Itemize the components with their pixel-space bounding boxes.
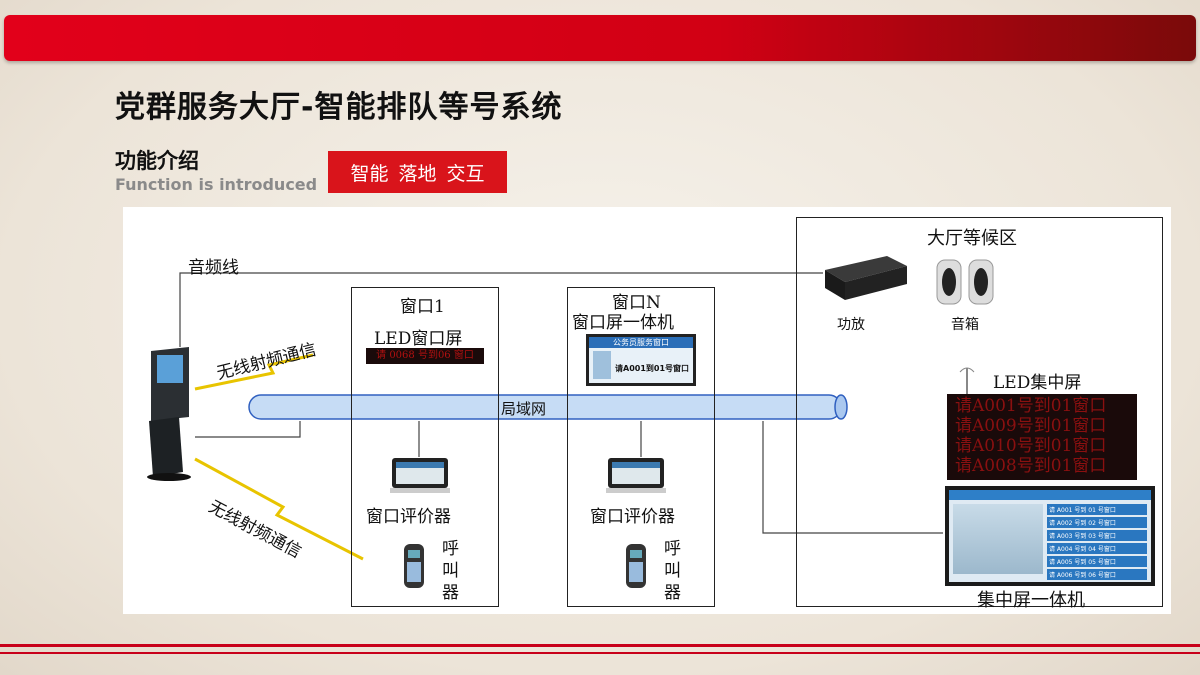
speaker-icon — [935, 256, 999, 312]
hall-led-label: LED集中屏 — [993, 373, 1082, 393]
tv-row: 请 A003 号到 03 号窗口 — [1047, 530, 1147, 541]
tv-row: 请 A001 号到 01 号窗口 — [1047, 504, 1147, 515]
kiosk-icon — [147, 347, 191, 481]
queue-kiosk — [139, 347, 191, 482]
hall-led-line: 请A010号到01窗口 — [955, 436, 1107, 456]
windowN-screen: 公务员服务窗口 请A001到01号窗口 — [586, 334, 696, 386]
hall-led-line: 请A009号到01窗口 — [955, 416, 1107, 436]
keyword-tag: 智能 落地 交互 — [328, 151, 507, 193]
windowN-box: 窗口N 窗口屏一体机 公务员服务窗口 请A001到01号窗口 窗口评价器 呼叫器 — [567, 287, 715, 607]
amplifier-label: 功放 — [837, 317, 865, 333]
windowN-evaluator-label: 窗口评价器 — [590, 507, 675, 527]
tv-row: 请 A002 号到 02 号窗口 — [1047, 517, 1147, 528]
tv-row: 请 A004 号到 04 号窗口 — [1047, 543, 1147, 554]
hall-tv-screen: 请 A001 号到 01 号窗口 请 A002 号到 02 号窗口 请 A003… — [945, 486, 1155, 586]
tv-row: 请 A005 号到 05 号窗口 — [1047, 556, 1147, 567]
amplifier-icon — [817, 256, 909, 306]
window1-caller-label: 呼叫器 — [442, 539, 459, 603]
windowN-caller-icon — [622, 544, 652, 594]
windowN-caller-label: 呼叫器 — [664, 539, 681, 603]
windowN-screen-header: 公务员服务窗口 — [589, 337, 693, 348]
section-title: 功能介绍 — [115, 149, 199, 173]
windowN-title: 窗口N — [612, 293, 661, 313]
lan-label: 局域网 — [501, 400, 547, 418]
hall-led-line: 请A001号到01窗口 — [955, 396, 1107, 416]
tv-list: 请 A001 号到 01 号窗口 请 A002 号到 02 号窗口 请 A003… — [1047, 504, 1147, 582]
hall-box: 大厅等候区 功放 音箱 LED集中屏 请A001号到01窗口 请A009号到01… — [796, 217, 1163, 611]
windowN-evaluator-icon — [606, 456, 668, 500]
diagram-panel: 音频线 无线射频通信 无线射频通信 局域网 窗口1 LED窗口屏 请 0068 … — [123, 207, 1171, 614]
window1-led-screen: 请 0068 号到06 窗口 — [366, 348, 484, 364]
tv-header — [949, 490, 1151, 500]
hall-led-line: 请A008号到01窗口 — [955, 456, 1107, 476]
hall-tv-label: 集中屏一体机 — [977, 590, 1085, 611]
window1-caller-icon — [400, 544, 430, 594]
windowN-device-label: 窗口屏一体机 — [572, 313, 674, 333]
antenna-icon — [957, 364, 977, 398]
tv-photo — [953, 504, 1043, 574]
window1-led-label: LED窗口屏 — [374, 329, 463, 349]
header-bar — [4, 15, 1196, 61]
audio-line-label: 音频线 — [188, 258, 239, 278]
hall-led-screen: 请A001号到01窗口 请A009号到01窗口 请A010号到01窗口 请A00… — [947, 394, 1137, 480]
section-subtitle: Function is introduced — [115, 175, 318, 194]
avatar — [593, 351, 611, 379]
window1-title: 窗口1 — [400, 297, 445, 317]
bottom-line-2 — [0, 652, 1200, 654]
window1-evaluator-icon — [390, 456, 452, 500]
page-title: 党群服务大厅-智能排队等号系统 — [115, 90, 563, 125]
windowN-screen-text: 请A001到01号窗口 — [615, 364, 690, 373]
window1-evaluator-label: 窗口评价器 — [366, 507, 451, 527]
speaker-label: 音箱 — [951, 317, 979, 333]
window1-box: 窗口1 LED窗口屏 请 0068 号到06 窗口 窗口评价器 呼叫器 — [351, 287, 499, 607]
bottom-line-1 — [0, 644, 1200, 647]
tv-row: 请 A006 号到 06 号窗口 — [1047, 569, 1147, 580]
hall-title: 大厅等候区 — [927, 228, 1017, 249]
diagram-lines — [179, 272, 943, 561]
